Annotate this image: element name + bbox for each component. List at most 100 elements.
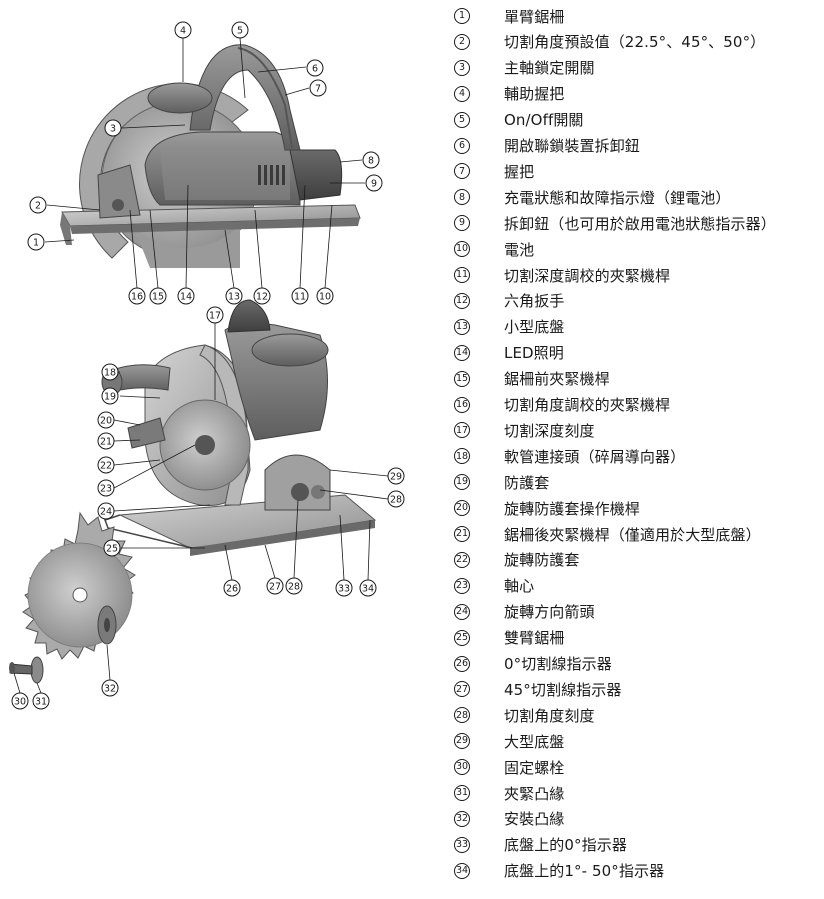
callout-22: 22 — [97, 456, 115, 474]
callout-4: 4 — [174, 21, 192, 39]
legend-item-number: 4 — [454, 85, 470, 102]
legend-item-label: 單臂鋸柵 — [504, 7, 565, 26]
legend-item-number: 32 — [454, 810, 470, 827]
svg-text:11: 11 — [294, 292, 306, 303]
callout-11: 11 — [291, 287, 309, 305]
svg-text:19: 19 — [104, 392, 116, 403]
callout-32: 32 — [101, 679, 119, 697]
legend-item-number: 24 — [454, 603, 470, 620]
legend-item-number: 5 — [454, 111, 470, 128]
legend-item-label: 切割角度刻度 — [504, 706, 595, 725]
legend-item-label: 握把 — [504, 162, 535, 181]
svg-text:21: 21 — [100, 437, 112, 448]
callout-29: 29 — [387, 467, 405, 485]
legend-item-number: 19 — [454, 474, 470, 491]
legend-item-label: 安裝凸緣 — [504, 810, 565, 829]
callout-25: 25 — [103, 539, 121, 557]
callout-19: 19 — [101, 387, 119, 405]
legend-item-number: 17 — [454, 422, 470, 439]
callout-28a: 28 — [387, 490, 405, 508]
legend-item-label: 旋轉防護套操作機桿 — [504, 499, 640, 518]
legend-item-number: 7 — [454, 163, 470, 180]
legend-item-number: 28 — [454, 707, 470, 724]
legend-item-number: 21 — [454, 526, 470, 542]
legend-item-label: 主軸鎖定開關 — [504, 59, 595, 78]
svg-text:30: 30 — [14, 697, 26, 708]
callout-2: 2 — [29, 196, 47, 214]
svg-text:23: 23 — [100, 484, 112, 495]
legend-item-number: 22 — [454, 551, 470, 568]
svg-text:6: 6 — [312, 64, 318, 75]
legend-item-label: 開啟聯鎖裝置拆卸鈕 — [504, 137, 640, 155]
svg-text:26: 26 — [226, 584, 238, 595]
callout-3: 3 — [104, 119, 122, 137]
legend-item-label: 雙臂鋸柵 — [504, 629, 565, 648]
svg-text:7: 7 — [315, 84, 321, 95]
legend-item-number: 16 — [454, 396, 470, 413]
legend-item-label: 電池 — [504, 240, 535, 259]
svg-text:4: 4 — [180, 26, 186, 37]
legend-item-number: 31 — [454, 785, 470, 801]
legend-item-label: 固定螺栓 — [504, 758, 565, 777]
legend-item-number: 33 — [454, 836, 470, 853]
legend-item-label: 小型底盤 — [504, 318, 565, 337]
legend-item-label: 切割深度調校的夾緊機桿 — [504, 266, 671, 285]
legend-item-number: 27 — [454, 681, 470, 698]
callout-24: 24 — [97, 502, 115, 520]
legend-item-label: 底盤上的1°- 50°指示器 — [504, 862, 665, 881]
legend-item-number: 29 — [454, 733, 470, 750]
legend-item-number: 3 — [454, 59, 470, 76]
legend-item-number: 30 — [454, 759, 470, 776]
legend-item-label: 0°切割線指示器 — [504, 655, 612, 673]
legend-item-number: 26 — [454, 655, 470, 672]
legend-item-label: 切割深度刻度 — [504, 421, 595, 440]
svg-text:1: 1 — [33, 238, 39, 249]
svg-text:16: 16 — [131, 292, 143, 303]
legend-item-number: 6 — [454, 137, 470, 154]
legend-item-number: 1 — [454, 8, 470, 24]
svg-text:14: 14 — [180, 292, 192, 303]
callout-30: 30 — [11, 692, 29, 710]
svg-text:18: 18 — [104, 368, 116, 379]
legend-item-number: 14 — [454, 344, 470, 361]
legend-item: 17 切割深度刻度 — [454, 418, 595, 442]
svg-text:20: 20 — [100, 416, 112, 427]
svg-text:31: 31 — [35, 697, 47, 708]
legend-item-number: 9 — [454, 215, 470, 232]
svg-text:28: 28 — [288, 582, 300, 593]
svg-text:25: 25 — [106, 544, 118, 555]
legend-item-label: On/Off開關 — [504, 111, 584, 130]
callout-8: 8 — [362, 151, 380, 169]
callout-10: 10 — [316, 287, 334, 305]
svg-text:28: 28 — [390, 495, 402, 506]
legend-item-number: 18 — [454, 448, 470, 465]
legend-item-number: 8 — [454, 189, 470, 206]
saw-side-view-top — [60, 44, 361, 268]
legend-item-number: 13 — [454, 318, 470, 335]
saw-front-view-middle — [101, 299, 377, 556]
legend-item-label: 鋸柵後夾緊機桿（僅適用於大型底盤） — [504, 525, 761, 544]
callout-13: 13 — [225, 287, 243, 305]
legend-item-number: 12 — [454, 292, 470, 309]
svg-text:5: 5 — [237, 26, 243, 37]
legend-item-label: 軟管連接頭（碎屑導向器） — [504, 447, 686, 466]
svg-text:34: 34 — [362, 584, 374, 595]
blade-and-parts — [9, 511, 136, 684]
legend-item: 32 安裝凸緣 — [454, 807, 564, 831]
svg-text:24: 24 — [100, 507, 112, 518]
legend-item-label: 鋸柵前夾緊機桿 — [504, 370, 610, 389]
legend-item: 26 0°切割線指示器 — [454, 652, 612, 676]
svg-text:17: 17 — [209, 311, 221, 322]
